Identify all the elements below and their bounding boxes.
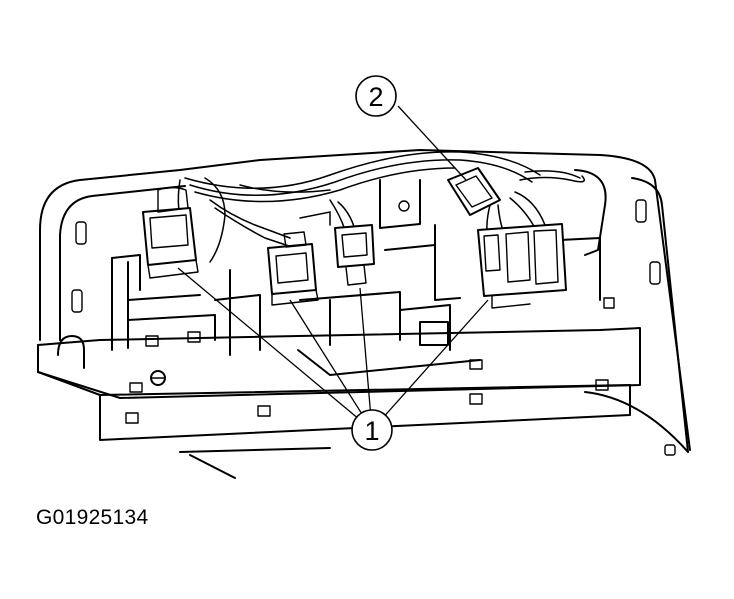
connector-center bbox=[334, 224, 375, 286]
callout-2: 2 bbox=[355, 75, 397, 117]
callout-1: 1 bbox=[351, 409, 393, 451]
callout-leaders bbox=[177, 105, 489, 431]
connector-top bbox=[447, 167, 501, 216]
housing-frame bbox=[39, 149, 691, 456]
figure-id: G01925134 bbox=[36, 506, 149, 529]
mounting-bracket bbox=[37, 297, 689, 479]
callout-1-circle bbox=[351, 409, 393, 451]
internal-structure bbox=[111, 169, 607, 376]
callout-2-circle bbox=[355, 75, 397, 117]
connectors bbox=[142, 167, 567, 309]
wire-harness bbox=[177, 151, 585, 263]
connector-right bbox=[477, 223, 567, 309]
callout-1-label: 1 bbox=[364, 416, 379, 446]
callout-2-label: 2 bbox=[368, 82, 383, 112]
connector-center-left bbox=[267, 231, 319, 306]
connector-left bbox=[142, 186, 199, 279]
